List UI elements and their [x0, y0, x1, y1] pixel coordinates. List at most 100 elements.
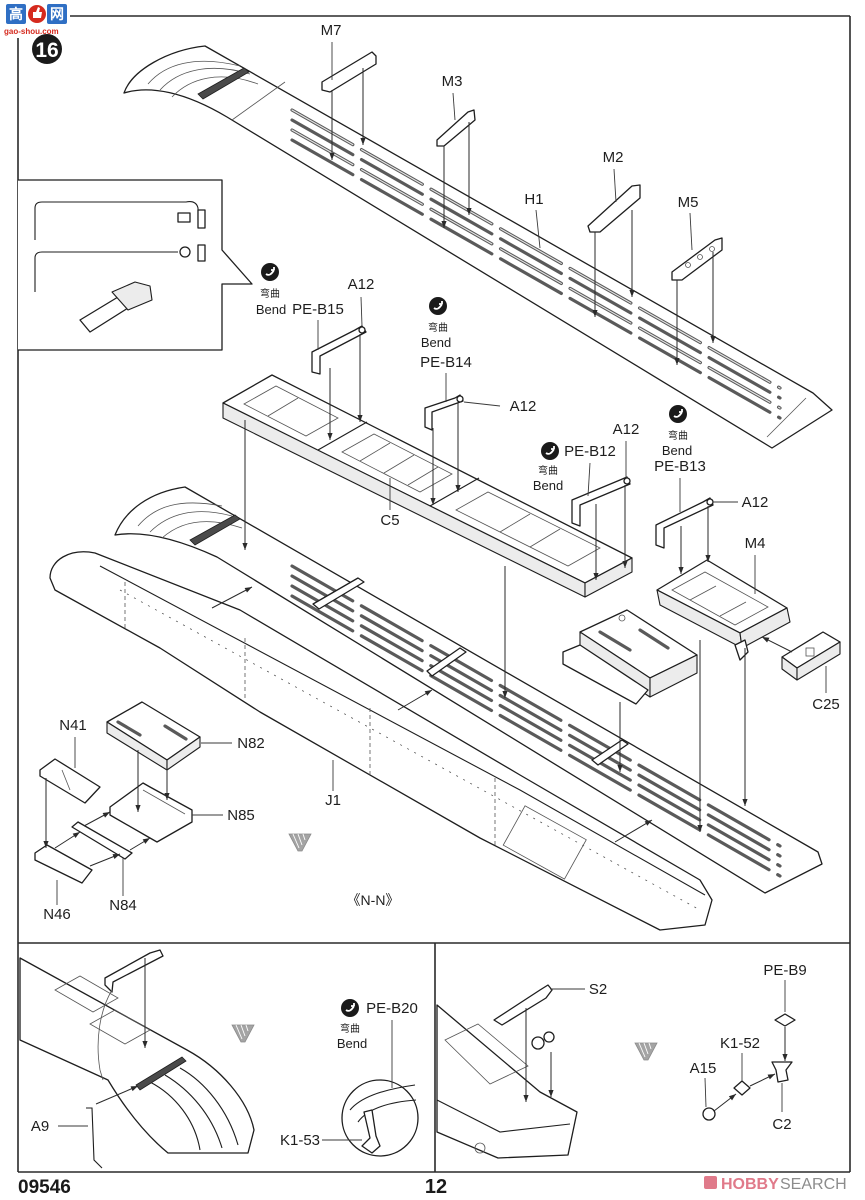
cassette-box-drawing [562, 609, 698, 705]
arrowhead [710, 336, 716, 343]
m4-strap [689, 585, 717, 601]
view-direction-arrow-icon [231, 1024, 255, 1043]
n41-detail [61, 769, 71, 791]
inset-fitting-lower-cap [197, 244, 206, 262]
cassette-lower-tray [562, 644, 649, 705]
part-m2-drawing [587, 184, 641, 233]
a12-pin [623, 477, 631, 485]
bend-note-pe-b13: 弯曲 Bend [662, 405, 692, 458]
inset-box-outline [18, 179, 253, 351]
bend-note-cn: 弯曲 [538, 464, 558, 477]
label-n41: N41 [59, 717, 87, 734]
thumbs-up-icon [28, 5, 46, 23]
c5-strap [267, 397, 299, 417]
leader-m2 [613, 168, 617, 203]
label-a12: A12 [348, 276, 375, 293]
m4-inner-frame [671, 571, 769, 626]
n41-outline [39, 758, 101, 804]
rear-hull-detail [474, 1142, 486, 1154]
c5-strap [359, 442, 391, 462]
hatch-line [245, 1024, 249, 1032]
wire-guide [97, 989, 113, 1081]
c5-strap [499, 513, 531, 533]
n82-slot [163, 724, 188, 741]
view-direction-arrow-shape [634, 1042, 658, 1061]
arrowhead [523, 1095, 529, 1102]
arrowhead [329, 153, 335, 160]
hatch-line [292, 833, 300, 849]
tray-frame [89, 1009, 151, 1045]
logo-box-right [47, 4, 67, 24]
part-j1-drawing [49, 551, 713, 931]
bend-note-en: Bend [533, 478, 563, 493]
arrowhead [767, 1074, 775, 1080]
step-badge-circle [32, 34, 62, 64]
site-logo: 高 网 gao-shou.com [4, 4, 67, 36]
part-pe-b14-drawing [424, 394, 464, 431]
bend-icon-glyph [265, 267, 275, 276]
h1-slot [290, 138, 782, 420]
label-a12: A12 [613, 421, 640, 438]
rear-tray-frame [444, 1023, 529, 1085]
label-pe-b20: PE-B20 [366, 1000, 418, 1017]
view-direction-arrow-shape [231, 1024, 255, 1043]
label-a9: A9 [31, 1118, 49, 1135]
arrowhead [593, 573, 599, 580]
rear-hull-edge [436, 1099, 571, 1133]
bend-note-cn: 弯曲 [260, 287, 280, 300]
part-a9-drawing [86, 1107, 103, 1169]
arrowhead [43, 841, 49, 848]
arrowhead [629, 290, 635, 297]
assembly-arrow [614, 819, 653, 843]
leader-h1 [535, 209, 541, 249]
c5-strap [529, 528, 561, 548]
arrowhead [130, 1086, 138, 1092]
view-direction-arrow-icon [634, 1042, 658, 1061]
bend-icon [261, 263, 279, 281]
label-n85: N85 [227, 807, 255, 824]
h1-fender-bar [197, 67, 250, 100]
hatch-line [643, 1042, 649, 1055]
inset-fitting-upper [177, 212, 191, 223]
magnifier-circle [341, 1079, 419, 1157]
arrowhead [728, 1094, 736, 1101]
m5-hole [697, 254, 703, 260]
arrowhead [674, 358, 680, 365]
c5-inner-frame [455, 491, 601, 567]
label-n84: N84 [109, 897, 137, 914]
cassette-slot [638, 628, 670, 650]
leader-a12 [360, 296, 363, 327]
lower-plate-slot [290, 584, 782, 868]
arrowhead [430, 498, 436, 505]
bend-note-en: Bend [256, 302, 286, 317]
fender-bar [135, 1056, 187, 1091]
part-m5-drawing [671, 237, 723, 281]
inset-fitting-lower [179, 246, 191, 258]
hatch-line [235, 1024, 243, 1040]
fitting-body [531, 1036, 545, 1050]
arrowhead [762, 637, 770, 643]
part-c2-drawing [771, 1061, 793, 1083]
a12-pin [706, 498, 714, 506]
fender-rib [164, 1074, 223, 1149]
label-c5: C5 [380, 512, 399, 529]
bend-note-pe-b15: 弯曲 Bend [256, 263, 286, 317]
label-a15: A15 [690, 1060, 717, 1077]
leader-pe-b12 [587, 462, 591, 497]
j1-hatch-panel [502, 805, 587, 880]
arrowhead [782, 1054, 788, 1061]
arrowhead [441, 221, 447, 228]
hatch-line [302, 833, 306, 841]
lower-plate-fender-rib [137, 502, 223, 527]
part-n41-drawing [39, 758, 101, 804]
arrowhead [327, 433, 333, 440]
assembly-arrows-main [43, 68, 793, 867]
label-m4: M4 [745, 535, 766, 552]
arrowhead [697, 825, 703, 832]
arrowhead [705, 555, 711, 562]
part-c25-drawing [781, 631, 841, 681]
lower-plate-slot [290, 564, 782, 848]
cassette-cap [618, 614, 626, 622]
arrowhead [242, 543, 248, 550]
hatch-line [638, 1042, 646, 1058]
